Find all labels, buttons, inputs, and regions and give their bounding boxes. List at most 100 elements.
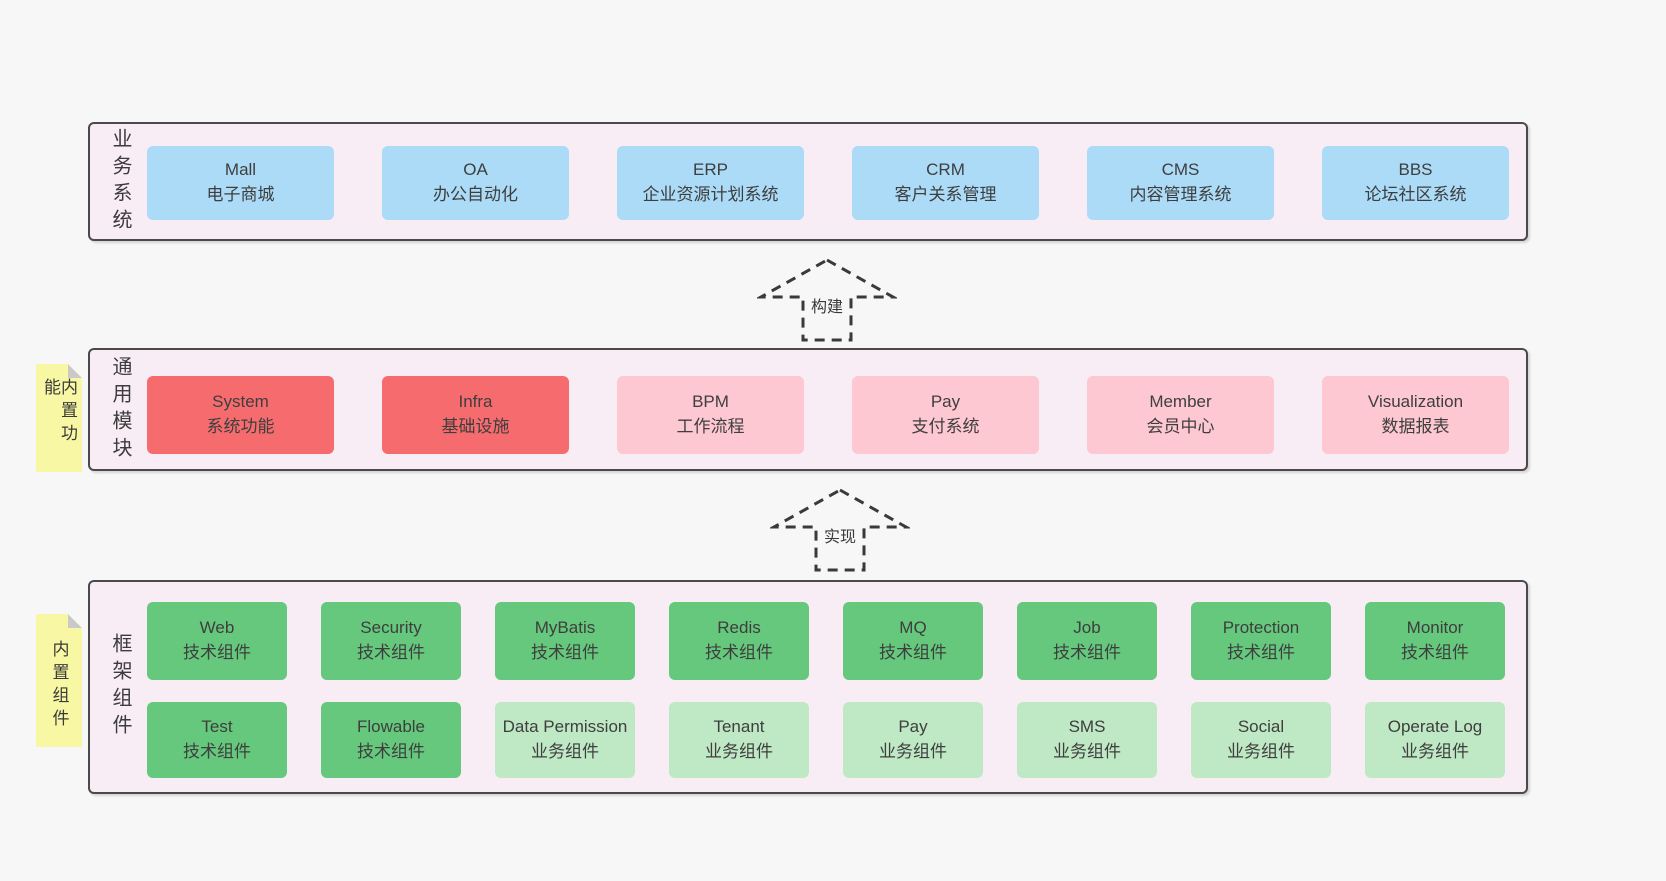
module-box-crm: CRM 客户关系管理 (852, 146, 1039, 220)
arrow-label: 实现 (822, 528, 858, 548)
module-name: MQ (899, 618, 927, 638)
folded-corner-icon (68, 614, 82, 628)
module-name: Web (199, 618, 235, 638)
module-box-data-permission: Data Permission 业务组件 (495, 702, 635, 778)
module-box-oa: OA 办公自动化 (382, 146, 569, 220)
module-desc: 客户关系管理 (894, 185, 997, 204)
module-desc: 工作流程 (676, 417, 745, 436)
module-desc: 技术组件 (879, 643, 947, 662)
sticky-note-built-in-features: 内置功能 (36, 364, 82, 472)
module-box-test: Test 技术组件 (147, 702, 287, 778)
module-desc: 业务组件 (1401, 742, 1469, 761)
module-desc: 企业资源计划系统 (642, 185, 779, 204)
module-desc: 会员中心 (1146, 417, 1215, 436)
module-box-system: System 系统功能 (147, 376, 334, 454)
section-label: 通用模块 (109, 355, 131, 464)
module-name: Mall (224, 160, 257, 180)
module-name: SMS (1068, 717, 1106, 737)
module-name: OA (463, 160, 488, 180)
module-box-sms: SMS 业务组件 (1017, 702, 1157, 778)
section-business-systems: 业务系统 Mall 电子商城 OA 办公自动化 ERP 企业资源计划系统 CRM 客户关系管理… (88, 122, 1528, 241)
module-box-mq: MQ 技术组件 (843, 602, 983, 680)
module-name: Test (201, 717, 233, 737)
module-box-security: Security 技术组件 (321, 602, 461, 680)
module-box-mall: Mall 电子商城 (147, 146, 334, 220)
module-name: Operate Log (1387, 717, 1483, 737)
module-name: Job (1073, 618, 1101, 638)
module-box-mybatis: MyBatis 技术组件 (495, 602, 635, 680)
module-box-pay: Pay 业务组件 (843, 702, 983, 778)
module-name: System (212, 392, 269, 412)
module-desc: 技术组件 (183, 643, 251, 662)
sticky-note-label: 内置组件 (49, 639, 69, 732)
section-common-modules: 通用模块 System 系统功能 Infra 基础设施 BPM 工作流程 Pay 支付系统 Me… (88, 348, 1528, 471)
module-name: MyBatis (534, 618, 596, 638)
module-desc: 技术组件 (1401, 643, 1469, 662)
module-name: Pay (930, 392, 961, 412)
section-label: 业务系统 (109, 127, 131, 236)
folded-corner-icon (68, 364, 82, 378)
module-desc: 基础设施 (441, 417, 510, 436)
common-modules-boxes: System 系统功能 Infra 基础设施 BPM 工作流程 Pay 支付系统 Member 会… (147, 376, 1509, 454)
module-desc: 技术组件 (183, 742, 251, 761)
module-name: Visualization (1367, 392, 1464, 412)
module-name: Data Permission (502, 717, 628, 737)
module-box-pay: Pay 支付系统 (852, 376, 1039, 454)
module-desc: 业务组件 (1227, 742, 1295, 761)
module-desc: 内容管理系统 (1129, 185, 1232, 204)
module-desc: 技术组件 (1053, 643, 1121, 662)
module-name: CMS (1161, 160, 1200, 180)
section-label: 框架组件 (109, 633, 131, 741)
module-name: BPM (692, 392, 729, 412)
module-name: CRM (926, 160, 965, 180)
module-desc: 办公自动化 (433, 185, 518, 204)
module-desc: 技术组件 (1227, 643, 1295, 662)
module-name: Monitor (1406, 618, 1464, 638)
module-name: Pay (898, 717, 928, 737)
module-box-member: Member 会员中心 (1087, 376, 1274, 454)
module-box-tenant: Tenant 业务组件 (669, 702, 809, 778)
module-name: Social (1237, 717, 1285, 737)
module-name: Member (1149, 392, 1212, 412)
module-box-web: Web 技术组件 (147, 602, 287, 680)
module-name: Security (360, 618, 422, 638)
business-systems-boxes: Mall 电子商城 OA 办公自动化 ERP 企业资源计划系统 CRM 客户关系管理 CMS 内容… (147, 146, 1509, 220)
module-name: BBS (1398, 160, 1433, 180)
module-box-operate-log: Operate Log 业务组件 (1365, 702, 1505, 778)
module-desc: 业务组件 (879, 742, 947, 761)
module-box-visualization: Visualization 数据报表 (1322, 376, 1509, 454)
module-desc: 业务组件 (1053, 742, 1121, 761)
module-name: Protection (1222, 618, 1300, 638)
module-desc: 技术组件 (357, 643, 425, 662)
module-name: Tenant (713, 717, 765, 737)
module-desc: 电子商城 (206, 185, 275, 204)
module-desc: 数据报表 (1381, 417, 1450, 436)
module-desc: 技术组件 (705, 643, 773, 662)
module-box-cms: CMS 内容管理系统 (1087, 146, 1274, 220)
module-box-bpm: BPM 工作流程 (617, 376, 804, 454)
module-name: Flowable (356, 717, 426, 737)
module-desc: 系统功能 (206, 417, 275, 436)
module-desc: 业务组件 (705, 742, 773, 761)
sticky-note-label: 内置功能 (41, 378, 77, 447)
module-box-redis: Redis 技术组件 (669, 602, 809, 680)
module-box-erp: ERP 企业资源计划系统 (617, 146, 804, 220)
module-desc: 支付系统 (911, 417, 980, 436)
module-box-social: Social 业务组件 (1191, 702, 1331, 778)
module-desc: 业务组件 (531, 742, 599, 761)
arrow-label: 构建 (809, 298, 845, 318)
module-name: ERP (693, 160, 728, 180)
module-desc: 技术组件 (357, 742, 425, 761)
module-box-job: Job 技术组件 (1017, 602, 1157, 680)
sticky-note-built-in-components: 内置组件 (36, 614, 82, 747)
module-box-protection: Protection 技术组件 (1191, 602, 1331, 680)
module-desc: 论坛社区系统 (1364, 185, 1467, 204)
module-name: Redis (717, 618, 761, 638)
module-desc: 技术组件 (531, 643, 599, 662)
module-name: Infra (458, 392, 493, 412)
arrow-build: 构建 (757, 257, 897, 343)
